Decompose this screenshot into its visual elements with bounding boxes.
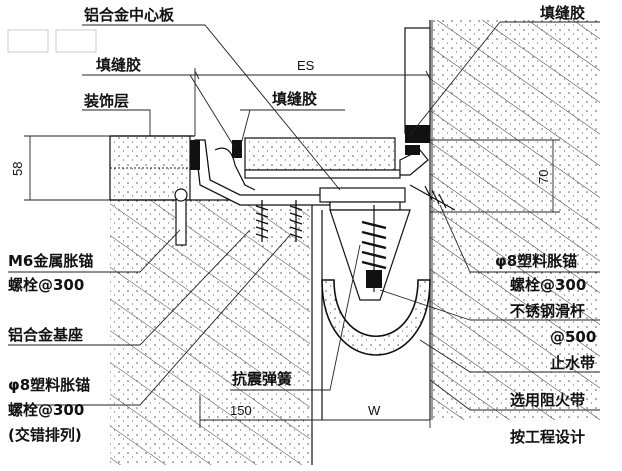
label-stainless-rod-1: 不锈钢滑杆 xyxy=(510,302,585,320)
dim-w: W xyxy=(368,403,381,418)
dimension-lines xyxy=(24,68,560,428)
label-anchor-m6-1: M6金属胀锚 xyxy=(8,252,93,270)
label-anchor-d8-right-1: φ8塑料胀锚 xyxy=(495,252,577,270)
label-stainless-rod-2: @500 xyxy=(550,328,596,346)
seismic-spring-assembly xyxy=(321,184,456,420)
label-alloy-base: 铝合金基座 xyxy=(8,326,83,344)
label-sealant-left: 填缝胶 xyxy=(96,56,141,74)
dim-70: 70 xyxy=(536,170,551,184)
label-seismic-spring: 抗震弹簧 xyxy=(232,370,292,388)
left-slab xyxy=(7,29,313,465)
center-plate-assembly xyxy=(190,137,429,211)
leader-lines xyxy=(8,21,600,411)
label-anchor-d8-right-2: 螺栓@300 xyxy=(510,276,586,294)
anchor-bolts-left xyxy=(174,188,303,246)
label-waterstop: 止水带 xyxy=(550,354,595,372)
label-firestop-2: 按工程设计 xyxy=(510,428,585,446)
dim-150: 150 xyxy=(230,403,252,418)
dim-es: ES xyxy=(297,58,315,73)
label-firestop-1: 选用阻火带 xyxy=(510,391,585,409)
label-anchor-d8-left-2: 螺栓@300 xyxy=(8,401,84,419)
label-anchor-d8-left-1: φ8塑料胀锚 xyxy=(8,376,90,394)
label-finish-layer: 装饰层 xyxy=(83,92,129,110)
label-sealant-mid: 填缝胶 xyxy=(272,90,317,108)
label-sealant-top-right: 填缝胶 xyxy=(540,4,585,22)
label-anchor-d8-left-3: (交错排列) xyxy=(8,426,82,444)
label-center-plate: 铝合金中心板 xyxy=(84,6,175,24)
dim-58: 58 xyxy=(10,162,25,176)
label-anchor-m6-2: 螺栓@300 xyxy=(8,276,84,294)
